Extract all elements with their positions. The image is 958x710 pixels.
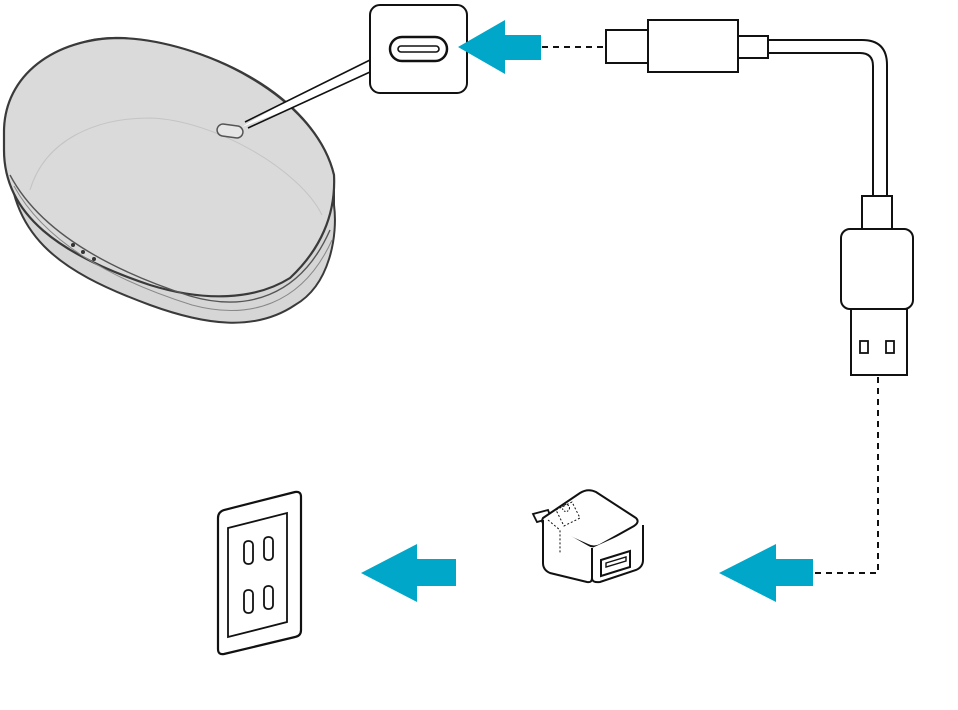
usb-c-plug-tip	[605, 29, 649, 64]
adapter-usb-port	[600, 549, 631, 578]
cable-to-adapter-arrow	[719, 544, 813, 602]
usb-c-port-icon	[388, 35, 449, 63]
led-dot-3	[92, 257, 96, 261]
dashed-line-right	[813, 377, 879, 574]
usb-a-plug-strain	[861, 195, 893, 230]
adapter-to-outlet-arrow	[361, 544, 456, 602]
usb-c-plug-body	[647, 19, 739, 73]
charging-case	[2, 36, 336, 324]
usb-c-plug-strain	[737, 35, 769, 59]
case-usb-c-port	[216, 123, 244, 139]
led-dot-1	[71, 243, 75, 247]
usb-power-adapter	[531, 489, 644, 584]
usb-c-to-usb-a-cable	[605, 19, 914, 376]
wall-outlet	[216, 490, 303, 656]
usb-a-plug-body	[840, 228, 914, 310]
usb-c-port-callout	[242, 4, 468, 129]
cable-to-port-arrow	[458, 20, 541, 74]
led-dot-2	[81, 250, 85, 254]
